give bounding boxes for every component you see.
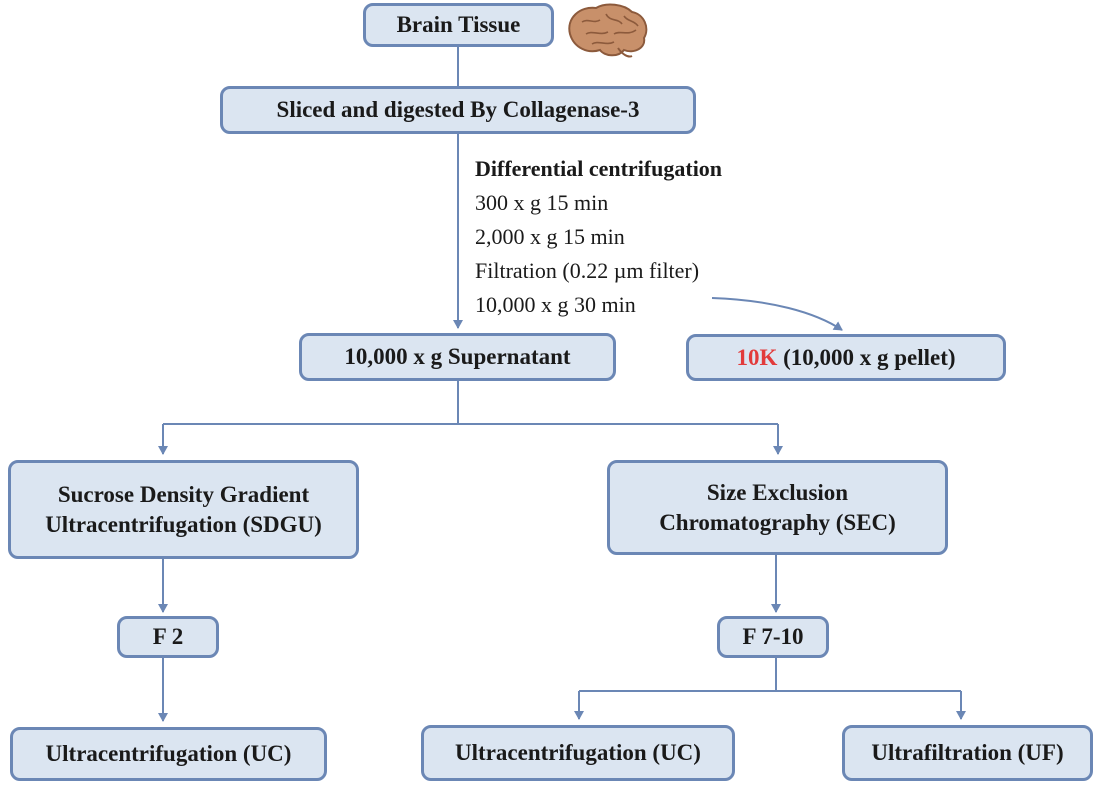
pellet-box: 10K (10,000 x g pellet) <box>686 334 1006 381</box>
uc-left-box: Ultracentrifugation (UC) <box>10 727 327 781</box>
brain-tissue-box: Brain Tissue <box>363 3 554 47</box>
arrow-to-pellet <box>711 297 843 331</box>
digest-label: Sliced and digested By Collagenase-3 <box>276 97 640 123</box>
f710-box: F 7-10 <box>717 616 829 658</box>
centrifugation-step: 300 x g 15 min <box>475 190 609 215</box>
supernatant-box: 10,000 x g Supernatant <box>299 333 616 381</box>
uf-label: Ultrafiltration (UF) <box>871 740 1064 766</box>
sdgu-line2: Ultracentrifugation (SDGU) <box>45 511 322 537</box>
centrifugation-heading: Differential centrifugation <box>475 156 723 181</box>
f2-label: F 2 <box>152 624 184 650</box>
centrifugation-step: 10,000 x g 30 min <box>475 292 636 317</box>
uc-mid-box: Ultracentrifugation (UC) <box>421 725 735 781</box>
uc-left-label: Ultracentrifugation (UC) <box>45 741 292 767</box>
brain-icon <box>568 3 648 58</box>
sec-box: Size Exclusion Chromatography (SEC) <box>607 460 948 555</box>
centrifugation-step: 2,000 x g 15 min <box>475 224 625 249</box>
sec-line2: Chromatography (SEC) <box>659 509 896 535</box>
f710-label: F 7-10 <box>742 624 804 650</box>
pellet-label: (10,000 x g pellet) <box>783 344 956 370</box>
centrifugation-step: Filtration (0.22 µm filter) <box>475 258 700 283</box>
sdgu-box: Sucrose Density Gradient Ultracentrifuga… <box>8 460 359 559</box>
supernatant-label: 10,000 x g Supernatant <box>344 344 571 370</box>
brain-tissue-label: Brain Tissue <box>396 12 521 38</box>
pellet-highlight: 10K <box>736 344 778 370</box>
f2-box: F 2 <box>117 616 219 658</box>
sec-line1: Size Exclusion <box>706 479 849 505</box>
uf-box: Ultrafiltration (UF) <box>842 725 1093 781</box>
uc-mid-label: Ultracentrifugation (UC) <box>455 740 701 766</box>
digest-box: Sliced and digested By Collagenase-3 <box>220 86 696 134</box>
sdgu-line1: Sucrose Density Gradient <box>57 481 310 507</box>
centrifugation-notes: Differential centrifugation 300 x g 15 m… <box>475 152 722 322</box>
